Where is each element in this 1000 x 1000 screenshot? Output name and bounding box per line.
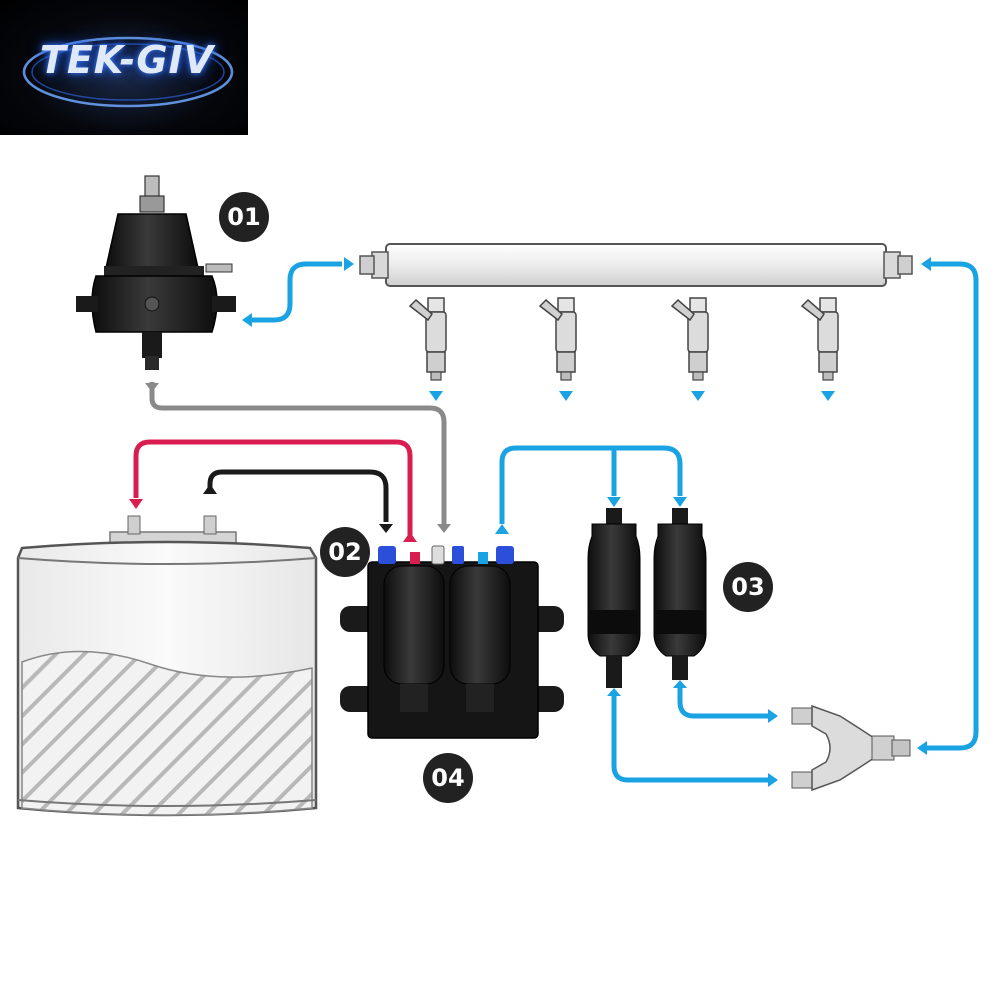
filter-out-line (611, 696, 770, 783)
rail-feed-line (926, 261, 979, 751)
fuel-pump-icon (340, 545, 564, 739)
fuel-injector-icon (670, 297, 709, 381)
return-arrow-icon (437, 524, 451, 533)
brand-logo: TEK-GIV (0, 0, 248, 135)
fuel-filter-icon (653, 508, 707, 680)
spray-arrow-icon (559, 391, 573, 401)
feed-arrow-icon (917, 741, 927, 755)
feed-arrow-icon (607, 497, 621, 507)
badge-03: 03 (723, 562, 773, 612)
feed-arrow-icon (673, 680, 687, 688)
feed-line-blue (499, 445, 683, 524)
feed-arrow-icon (495, 524, 509, 534)
feed-arrow-icon (242, 313, 252, 327)
ground-line-black (207, 469, 389, 522)
power-arrow-icon (403, 532, 417, 542)
spray-arrow-icon (691, 391, 705, 401)
y-splitter-icon (791, 704, 911, 792)
feed-arrow-icon (344, 257, 354, 271)
badge-01: 01 (219, 192, 269, 242)
logo-swoosh-icon (22, 36, 234, 108)
feed-arrow-icon (673, 497, 687, 507)
badge-02: 02 (320, 527, 370, 577)
feed-arrow-icon (768, 773, 778, 787)
feed-arrow-icon (607, 688, 621, 696)
fuel-rail-icon (359, 243, 913, 287)
rail-return-line (252, 261, 342, 323)
fuel-injector-icon (538, 297, 577, 381)
power-line-red (133, 439, 413, 540)
fuel-injector-icon (800, 297, 839, 381)
filter-out-line (677, 688, 770, 719)
spray-arrow-icon (821, 391, 835, 401)
ground-arrow-icon (203, 484, 217, 494)
fuel-injector-icon (408, 297, 447, 381)
spray-arrow-icon (429, 391, 443, 401)
fuel-pressure-regulator-icon (76, 175, 236, 370)
fuel-tank-icon (16, 515, 318, 817)
badge-04: 04 (423, 753, 473, 803)
ground-arrow-icon (379, 524, 393, 533)
feed-arrow-icon (921, 257, 931, 271)
power-arrow-icon (129, 499, 143, 509)
fuel-filter-icon (587, 508, 641, 688)
feed-arrow-icon (768, 709, 778, 723)
return-line-gray (149, 382, 447, 524)
logo-text: TEK-GIV (39, 38, 215, 82)
return-arrow-icon (145, 383, 159, 392)
